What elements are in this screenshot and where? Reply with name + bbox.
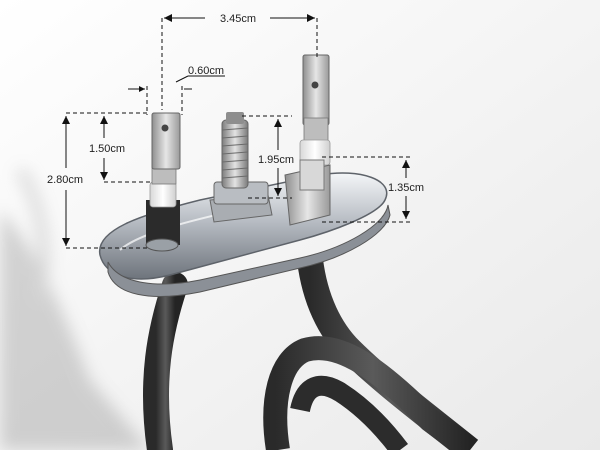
label-tab-width: 0.60cm [188, 65, 224, 77]
left-terminal-base [146, 200, 180, 245]
label-overall-height: 2.80cm [47, 174, 83, 186]
backdrop-shadow [0, 167, 150, 450]
left-terminal [145, 112, 181, 252]
dimension-lines [62, 14, 412, 249]
right-spade-tab [302, 54, 330, 126]
right-terminal [284, 54, 331, 226]
heating-tube [142, 258, 479, 450]
center-ground-stud [209, 112, 273, 223]
left-spade-tab [151, 112, 181, 170]
left-tab-hole [161, 124, 169, 132]
left-ceramic-insulator [149, 181, 177, 208]
right-tab-hole [311, 81, 319, 89]
label-side-tab-height: 1.35cm [388, 182, 424, 194]
label-pin-spacing: 3.45cm [220, 13, 256, 25]
label-tab-height: 1.50cm [89, 143, 125, 155]
label-stud-height: 1.95cm [258, 154, 294, 166]
